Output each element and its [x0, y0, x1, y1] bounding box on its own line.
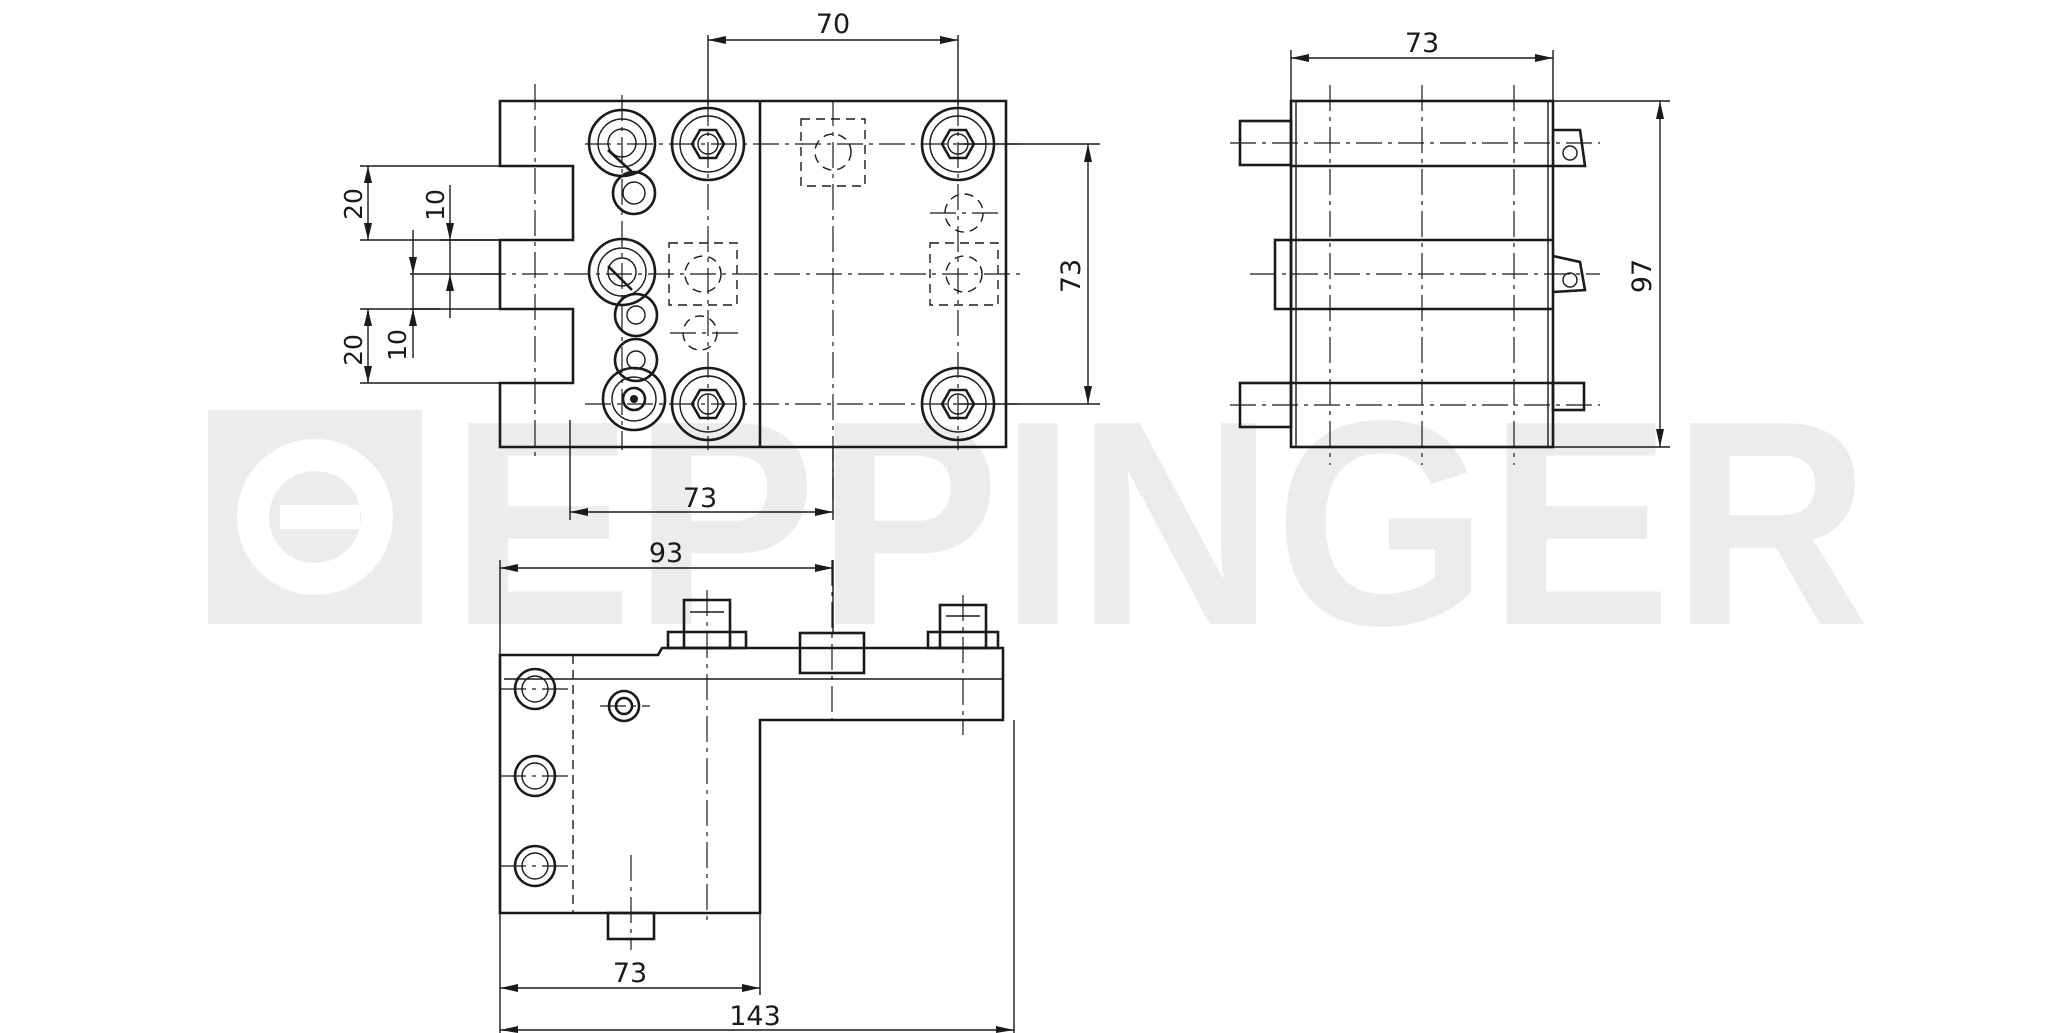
side-view-dimension-97: 97 [1553, 100, 1670, 448]
dimension-20-lower-label: 20 [339, 334, 368, 366]
dimension-20-10-lower: 20 10 [339, 230, 500, 384]
eppinger-logo-bar [280, 505, 360, 529]
front-view-centerlines [500, 560, 964, 950]
front-view-dimension-73: 73 [499, 913, 761, 1033]
dimension-10-lower-label: 10 [383, 329, 412, 361]
top-view: 70 73 73 20 [339, 9, 1100, 520]
eppinger-watermark: EPPINGER [208, 360, 1870, 686]
dimension-20-upper-label: 20 [339, 188, 368, 220]
dimension-73-bottom-label: 73 [683, 483, 717, 514]
dimension-73-bottom: 73 [569, 420, 834, 520]
side-view-dimension-97-label: 97 [1627, 259, 1658, 293]
front-view-screws [513, 667, 641, 888]
side-view-right-pins [1551, 128, 1587, 412]
front-view-dimension-143-label: 143 [729, 1001, 781, 1032]
front-view-dimension-73-label: 73 [613, 958, 647, 989]
side-view-dimension-73-label: 73 [1405, 28, 1439, 59]
side-view-centerlines [1230, 85, 1600, 465]
front-view-outline [498, 646, 1005, 915]
side-view: 73 97 [1230, 28, 1670, 465]
dimension-73-vertical: 73 [958, 143, 1100, 405]
side-view-dimension-73: 73 [1290, 28, 1554, 101]
dimension-70: 70 [707, 9, 959, 105]
front-view: 93 73 143 [498, 538, 1015, 1033]
dimension-73-vertical-label: 73 [1056, 259, 1087, 293]
dimension-10-upper-label: 10 [421, 189, 450, 221]
top-view-centerlines [480, 84, 1020, 500]
front-view-dimension-143: 143 [500, 720, 1015, 1033]
dimension-20-10-upper: 20 10 [339, 165, 500, 318]
front-view-dimension-93-label: 93 [649, 538, 683, 569]
front-view-dimension-93: 93 [499, 538, 834, 655]
dimension-70-label: 70 [816, 9, 850, 40]
top-view-outline [498, 99, 1008, 449]
